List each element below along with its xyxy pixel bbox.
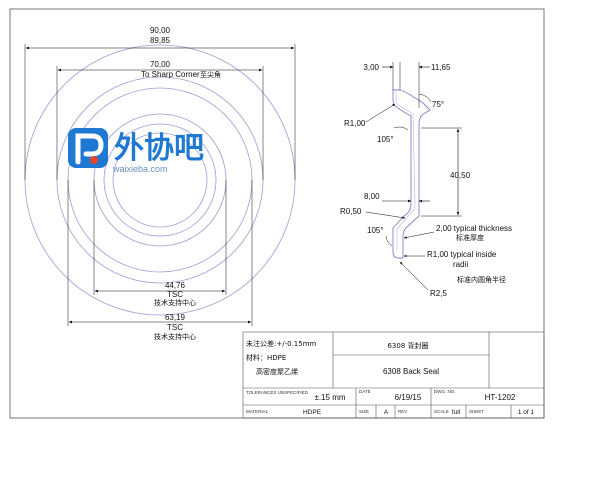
date-value: 6/19/15	[395, 393, 422, 402]
inner-circle	[103, 123, 217, 237]
scale-value: full	[452, 409, 461, 416]
bore-circle	[112, 132, 208, 228]
dim-63-value: 63,19	[165, 313, 186, 322]
material-note: 材料：HDPE	[246, 353, 286, 362]
dim-70: 70,00	[150, 60, 171, 69]
watermark-logo-mark	[75, 133, 104, 165]
tsc-circle-outer	[67, 87, 253, 273]
tol-label: TOLERANCES UNSPECIFIED	[246, 390, 309, 395]
dim-44-tsc: TSC	[167, 290, 183, 299]
sheet-label: SHEET	[469, 409, 484, 414]
dim-8: 8,00	[364, 192, 380, 201]
dim-11-65: 11,65	[431, 63, 451, 72]
part-name-cn: 6308 背封圈	[387, 341, 428, 350]
inside-radii-cn: 标准内圆角半径	[457, 275, 506, 284]
dim-44-cn: 技术支持中心	[154, 298, 196, 307]
tolerance-note: 未注公差:+/-0.15mm	[246, 339, 317, 348]
seal-profile-inner	[395, 92, 416, 250]
dim-40-50: 40,50	[450, 171, 471, 180]
r0-5: R0,50	[340, 207, 362, 216]
inside-radii-note-2: radii	[453, 260, 468, 269]
dwg-value: HT-1202	[485, 393, 516, 402]
sharp-corner-label: To Sharp Corner	[141, 70, 200, 79]
watermark-name: 外协吧	[114, 131, 204, 166]
section-view: 3,00 11,65 75° R1,00 105° 40,50 8,00 R0,…	[340, 62, 512, 298]
thickness-cn: 标准厚度	[456, 233, 484, 242]
seal-profile	[392, 89, 431, 259]
sharp-corner-cn: 至尖角	[200, 70, 221, 79]
dim-63-tsc: TSC	[167, 323, 183, 332]
dim-3: 3,00	[363, 63, 379, 72]
dim-63-cn: 技术支持中心	[154, 332, 196, 341]
r2-5: R2,5	[430, 289, 447, 298]
dim-44-value: 44,76	[165, 281, 186, 290]
material-cn: 高密度聚乙烯	[256, 367, 298, 376]
sheet-value: 1 of 1	[518, 409, 535, 416]
scale-label: SCALE	[434, 409, 449, 414]
outer-circle	[24, 44, 296, 316]
dim-90-min: 89,85	[150, 36, 171, 45]
sharp-corner-circle	[56, 76, 264, 284]
size-label: SIZE	[359, 409, 369, 414]
title-block	[242, 331, 545, 419]
material-value: HDPE	[303, 409, 322, 416]
thickness-note: 2,00 typical thickness	[436, 224, 512, 233]
material-label: MATERIAL	[246, 409, 269, 414]
angle-75: 75°	[432, 100, 444, 109]
date-label: DATE	[359, 389, 371, 394]
r1-top: R1,00	[344, 119, 366, 128]
inside-radii-note: R1,00 typical inside	[427, 250, 497, 259]
angle-105-bottom: 105°	[367, 226, 384, 235]
tol-value: ±.15 mm	[314, 393, 345, 402]
dim-90-max: 90,00	[150, 26, 171, 35]
watermark: 外协吧 waixieba.com	[68, 128, 204, 174]
dwg-label: DWG. NO.	[434, 389, 456, 394]
angle-105-top: 105°	[377, 135, 394, 144]
front-view: 90,00 89,85 70,00 To Sharp Corner 至尖角 44…	[24, 26, 296, 341]
part-name: 6308 Back Seal	[383, 367, 439, 376]
rev-label: REV	[398, 409, 407, 414]
watermark-url: waixieba.com	[112, 164, 168, 174]
size-value: A	[384, 409, 389, 416]
